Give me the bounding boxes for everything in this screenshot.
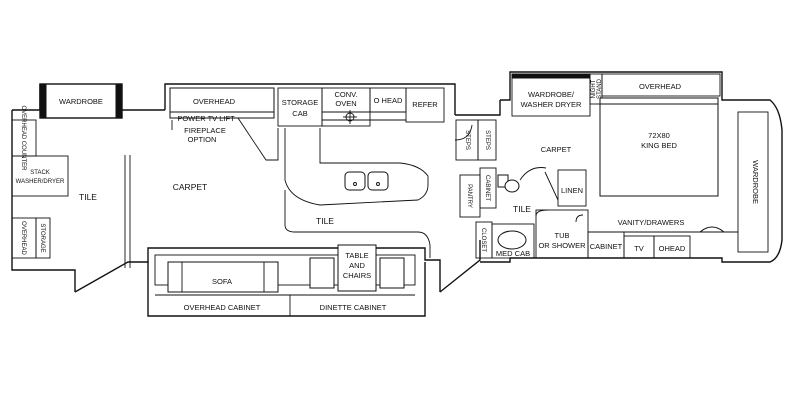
closet-label: CLOSET [480,228,486,252]
cabinet-vertical-label: CABINET [484,175,490,201]
refer-box [405,87,445,123]
o-head-label: O HEAD [374,96,403,105]
wardrobe-front-label: WARDROBE [59,97,103,106]
table-label: TABLE [345,251,368,260]
bedroom [511,73,769,259]
ohead-box [653,235,691,259]
stack-washer-dryer-box [11,155,69,197]
fireplace-label: FIREPLACE [184,126,226,135]
stand-label: STAND [597,78,603,99]
wardrobe-rear-label: WARDROBE [751,160,760,204]
tv-label: TV [634,244,644,253]
or-shower-label: OR SHOWER [538,241,586,250]
tile-kitchen-label: TILE [316,216,334,226]
overhead-counter-label: OVERHEAD COUNTER [20,105,26,171]
tile-left-label: TILE [79,192,97,202]
stack-label: STACK [30,170,50,176]
overhead-cabinet-label: OVERHEAD CABINET [184,303,261,312]
living-area [169,87,445,258]
sofa-label: SOFA [212,277,232,286]
linen-label: LINEN [561,186,583,195]
option-label: OPTION [188,135,217,144]
dinette-cabinet-label: DINETTE CABINET [320,303,387,312]
pantry-label: PANTRY [466,184,472,208]
wardrobe-washer-label-1: WARDROBE/ [528,90,575,99]
steps-left-label: STEPS [464,130,470,150]
linen-box [557,169,587,207]
overhead-left-label: OVERHEAD [20,221,26,255]
entry-bath [454,119,589,259]
king-bed-shape [599,97,719,197]
cabinet-bottom-label: CABINET [590,242,623,251]
king-bed-label: KING BED [641,141,677,150]
steps-right-label: STEPS [484,130,490,150]
storage-left-box [35,217,51,259]
wardrobe-washer-label-2: WASHER DRYER [521,100,582,109]
power-tv-lift-label: POWER TV LIFT [177,114,235,123]
overhead-bedroom-label: OVERHEAD [639,82,682,91]
overhead-top-box [169,87,275,119]
conv-label: CONV. [334,90,357,99]
refer-label: REFER [412,100,438,109]
storage-cab-label-1: STORAGE [282,98,319,107]
chairs-label: CHAIRS [343,271,371,280]
front-cap [11,83,131,268]
carpet-bedroom-label: CARPET [541,145,572,154]
washer-dryer-label: WASHER/DRYER [16,179,65,185]
tub-label: TUB [555,231,570,240]
bed-size-label: 72X80 [648,131,670,140]
table-shape [337,244,377,292]
carpet-living-label: CARPET [173,182,207,192]
storage-cab-box [277,87,323,127]
cabinet-vertical-box [479,167,497,209]
oven-label: OVEN [335,99,356,108]
storage-left-label: STORAGE [39,223,45,252]
steps-right-box [477,119,497,161]
med-cab-label: MED CAB [496,249,530,258]
slide-out [154,244,416,316]
wardrobe-rear-box [737,111,769,253]
tile-bath-label: TILE [513,204,531,214]
vanity-drawers-label: VANITY/DRAWERS [618,218,685,227]
overhead-top-label: OVERHEAD [193,97,236,106]
night-label: NIGHT [591,79,597,98]
sofa-shape [167,261,279,293]
storage-cab-label-2: CAB [292,109,307,118]
and-label: AND [349,261,365,270]
ohead-label: OHEAD [659,244,686,253]
overhead-bedroom-box [601,73,721,97]
